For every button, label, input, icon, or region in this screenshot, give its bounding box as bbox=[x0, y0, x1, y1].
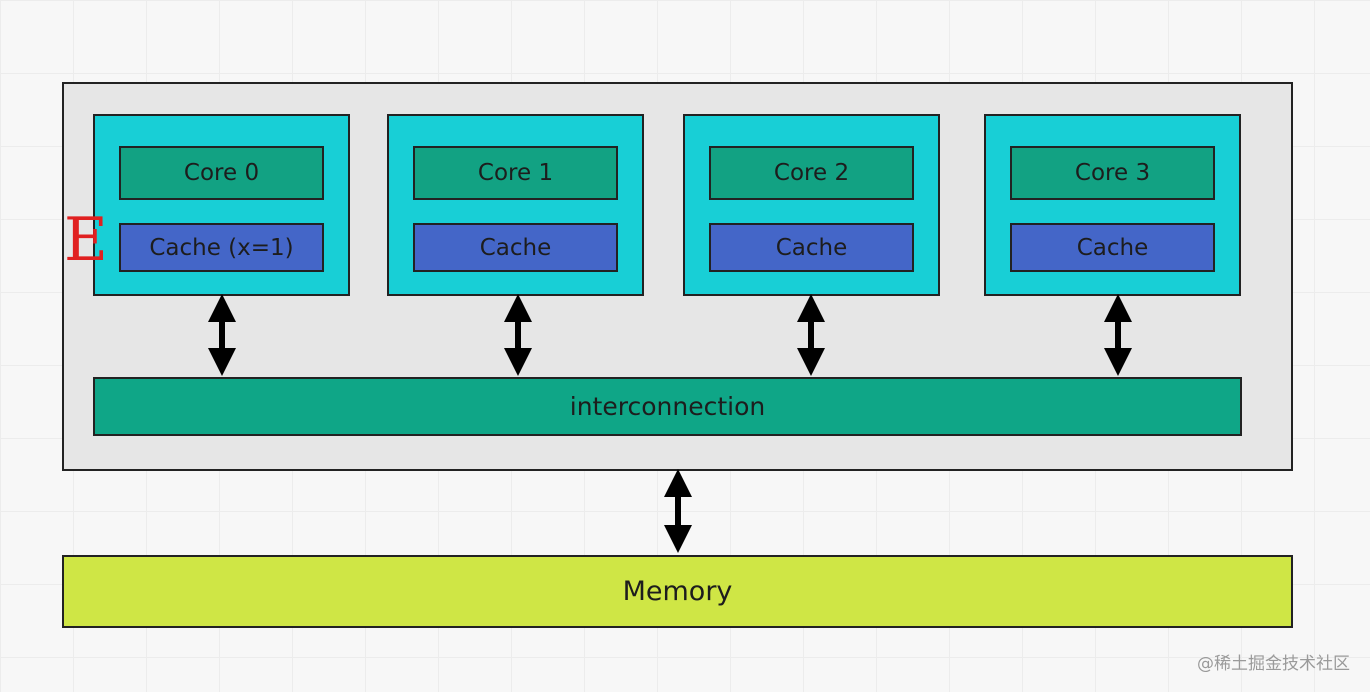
memory-block: Memory bbox=[62, 555, 1293, 628]
core-2-box: Core 2 bbox=[709, 146, 914, 200]
core-group-1: Core 1 Cache bbox=[387, 114, 644, 296]
core-group-3: Core 3 Cache bbox=[984, 114, 1241, 296]
core-0-box: Core 0 bbox=[119, 146, 324, 200]
arrow-chip-memory bbox=[664, 469, 692, 553]
core-group-0: Core 0 Cache (x=1) bbox=[93, 114, 350, 296]
cache-state-marker: E bbox=[64, 205, 108, 275]
cache-3-box: Cache bbox=[1010, 223, 1215, 272]
cache-0-box: Cache (x=1) bbox=[119, 223, 324, 272]
core-group-2: Core 2 Cache bbox=[683, 114, 940, 296]
cache-2-box: Cache bbox=[709, 223, 914, 272]
core-3-box: Core 3 bbox=[1010, 146, 1215, 200]
core-1-box: Core 1 bbox=[413, 146, 618, 200]
watermark: @稀土掘金技术社区 bbox=[1197, 654, 1350, 674]
interconnection-bus: interconnection bbox=[93, 377, 1242, 436]
cache-1-box: Cache bbox=[413, 223, 618, 272]
